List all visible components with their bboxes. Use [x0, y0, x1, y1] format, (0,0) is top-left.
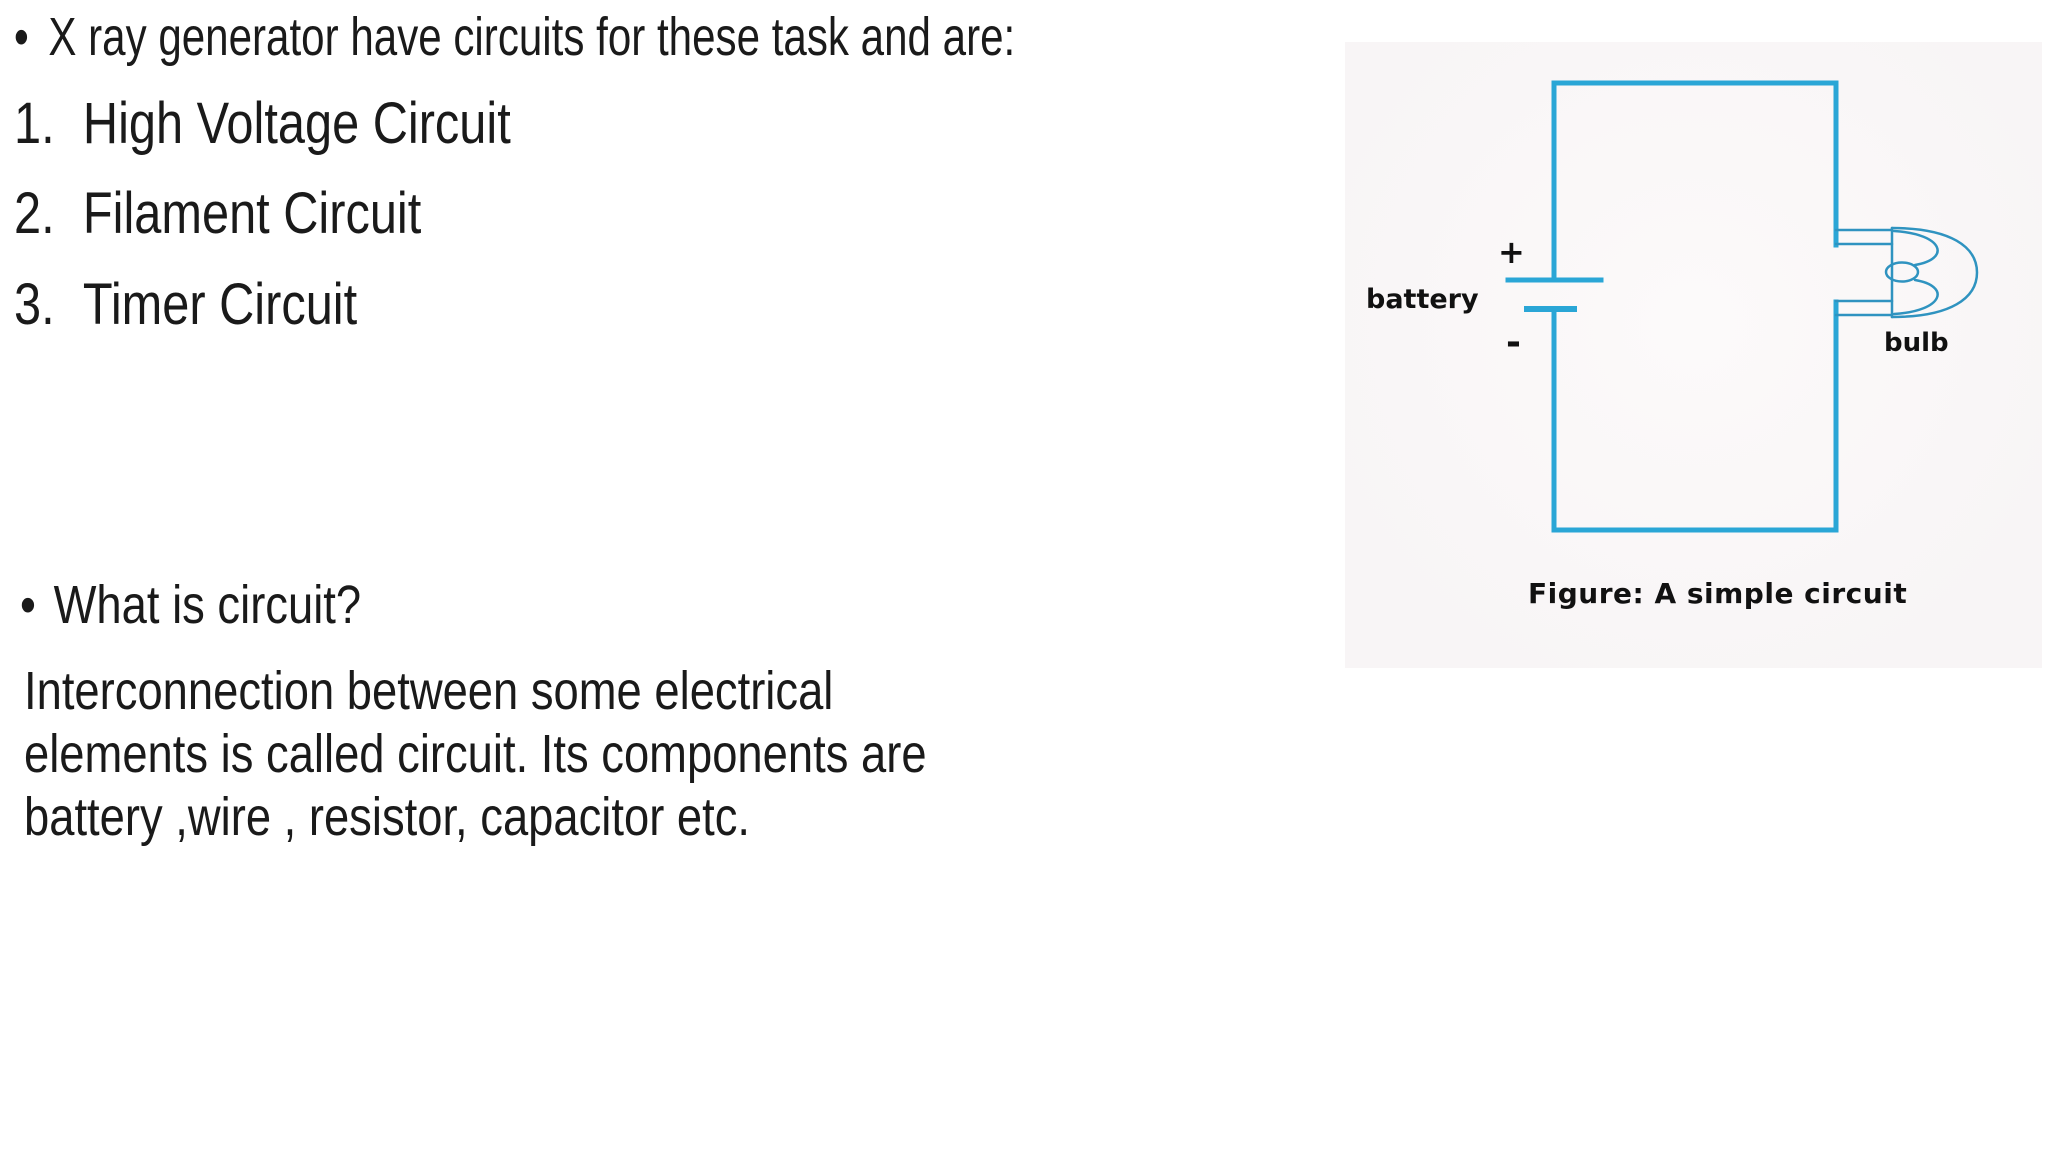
battery-plus-label: +	[1498, 233, 1525, 271]
list-item-high-voltage: 1. High Voltage Circuit	[14, 89, 511, 159]
intro-line: • X ray generator have circuits for these…	[14, 5, 1015, 70]
list-number: 3.	[14, 272, 55, 337]
bulb-glass-arc	[1890, 226, 1979, 319]
list-label: Filament Circuit	[82, 181, 422, 246]
list-number: 1.	[14, 91, 55, 156]
bulb-label: bulb	[1884, 328, 1949, 358]
answer-line: Interconnection between some electrical	[24, 661, 834, 721]
bullet-icon: •	[20, 575, 36, 635]
question-line: • What is circuit?	[20, 573, 361, 638]
filament-upper-curve	[1892, 229, 1939, 267]
filament-loop	[1884, 261, 1920, 283]
wire-bottom-segment	[1551, 299, 1839, 533]
battery-label: battery	[1366, 284, 1479, 315]
wire-loop	[1505, 80, 1839, 533]
figure-caption: Figure: A simple circuit	[1528, 577, 1908, 610]
bullet-icon: •	[14, 7, 29, 67]
circuit-diagram	[1505, 80, 1979, 533]
list-item-timer: 3. Timer Circuit	[14, 270, 357, 340]
wire-top-segment	[1551, 80, 1839, 282]
list-label: Timer Circuit	[82, 272, 358, 337]
answer-paragraph: Interconnection between some electrical …	[24, 660, 1098, 849]
battery-minus-label: -	[1506, 322, 1521, 363]
answer-line: battery ,wire , resistor, capacitor etc.	[24, 787, 751, 847]
bulb-icon	[1834, 226, 1979, 319]
intro-text: X ray generator have circuits for these …	[48, 7, 1016, 67]
figure-image-panel	[1345, 42, 2042, 668]
question-text: What is circuit?	[53, 575, 362, 635]
list-item-filament: 2. Filament Circuit	[14, 179, 421, 249]
list-number: 2.	[14, 181, 55, 246]
filament-lower-curve	[1892, 278, 1939, 316]
answer-line: elements is called circuit. Its componen…	[24, 724, 927, 784]
list-label: High Voltage Circuit	[82, 91, 511, 156]
